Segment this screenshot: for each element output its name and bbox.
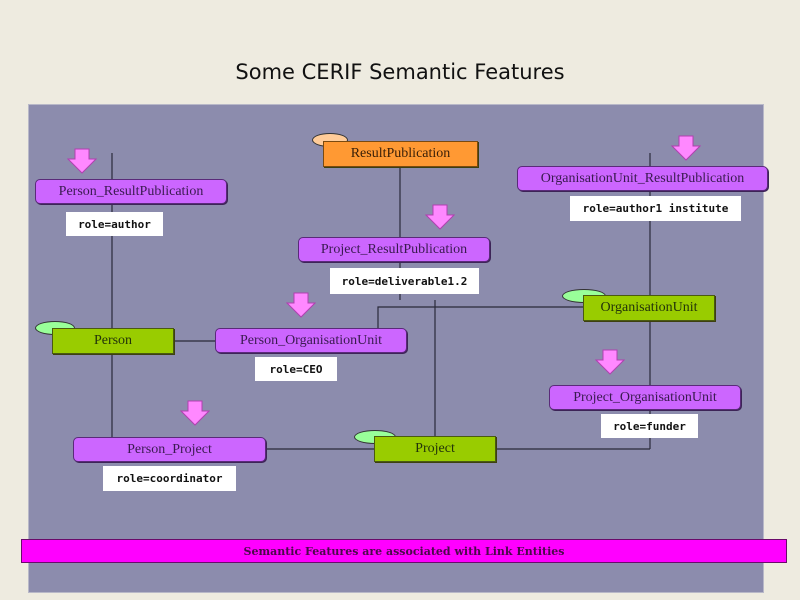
arrow-down-icon [67,148,97,174]
summary-banner: Semantic Features are associated with Li… [21,539,787,563]
link-label: Person_Project [127,441,212,457]
link-project-result-publication[interactable]: Project_ResultPublication [298,237,490,262]
link-person-result-publication[interactable]: Person_ResultPublication [35,179,227,204]
arrow-down-icon [180,400,210,426]
slide-title: Some CERIF Semantic Features [235,60,565,84]
role-label: role=author1 institute [570,196,741,221]
link-organisation-unit-result-publication[interactable]: OrganisationUnit_ResultPublication [517,166,768,191]
banner-text: Semantic Features are associated with Li… [243,544,565,558]
link-label: Person_OrganisationUnit [239,332,383,348]
role-label: role=author [66,212,163,236]
entity-label: ResultPublication [350,146,451,161]
arrow-down-icon [425,204,455,230]
link-label: Project_ResultPublication [320,241,468,257]
role-label: role=coordinator [103,466,236,491]
entity-label: OrganisationUnit [600,300,698,315]
entity-person[interactable]: Person [52,328,174,354]
role-label: role=CEO [255,357,337,381]
arrow-down-icon [595,349,625,375]
entity-label: Project [415,441,455,456]
link-label: Person_ResultPublication [58,183,204,199]
arrow-down-icon [671,135,701,161]
link-person-project[interactable]: Person_Project [73,437,266,462]
arrow-down-icon [286,292,316,318]
entity-result-publication[interactable]: ResultPublication [323,141,478,167]
link-person-organisation-unit[interactable]: Person_OrganisationUnit [215,328,407,353]
entity-organisation-unit[interactable]: OrganisationUnit [583,295,715,321]
link-project-organisation-unit[interactable]: Project_OrganisationUnit [549,385,741,410]
role-label: role=funder [601,414,698,438]
link-label: OrganisationUnit_ResultPublication [540,170,745,186]
link-label: Project_OrganisationUnit [573,389,717,405]
entity-project[interactable]: Project [374,436,496,462]
entity-label: Person [93,333,133,348]
role-label: role=deliverable1.2 [330,268,479,294]
